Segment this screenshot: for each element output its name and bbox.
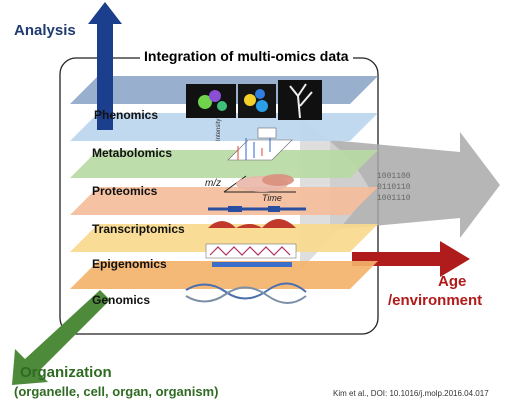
layer-epigenomics: [70, 224, 378, 252]
layer-label-genomics: Genomics: [92, 293, 151, 307]
epigenomics-tracks: [205, 243, 297, 267]
layer-label-epigenomics: Epigenomics: [92, 257, 167, 271]
layer-genomics: [70, 261, 378, 289]
diagram-title: Integration of multi-omics data: [140, 48, 353, 64]
genomics-dna: [185, 282, 307, 304]
binary-line-2: 0110110: [377, 183, 411, 192]
binary-line-1: 1001100: [377, 172, 411, 181]
analysis-arrow: [88, 2, 122, 130]
layer-proteomics: [70, 150, 378, 178]
age-axis-label: Age: [438, 273, 467, 290]
organization-scale-label: (organelle, cell, organ, organism): [14, 384, 219, 399]
transcriptomics-tracks: [208, 206, 306, 228]
age-arrow: [352, 241, 470, 277]
phenomics-images: [186, 80, 322, 120]
layer-label-phenomics: Phenomics: [94, 108, 159, 122]
layer-label-transcriptomics: Transcriptomics: [92, 222, 185, 236]
proteomics-surface: [223, 174, 296, 193]
inset-time-label: Time: [262, 193, 282, 203]
inset-intensity-label: Intensity: [216, 118, 222, 141]
binary-line-3: 1001110: [377, 194, 411, 203]
layer-label-metabolomics: Metabolomics: [92, 146, 173, 160]
metabolomics-spectrum: [227, 127, 293, 161]
inset-mz-label: m/z: [205, 178, 222, 189]
layer-label-proteomics: Proteomics: [92, 184, 158, 198]
citation: Kim et al., DOI: 10.1016/j.molp.2016.04.…: [333, 389, 489, 398]
environment-axis-label: /environment: [388, 292, 483, 309]
organization-arrow: [12, 290, 110, 385]
analysis-axis-label: Analysis: [14, 22, 76, 39]
organization-axis-label: Organization: [20, 364, 112, 381]
